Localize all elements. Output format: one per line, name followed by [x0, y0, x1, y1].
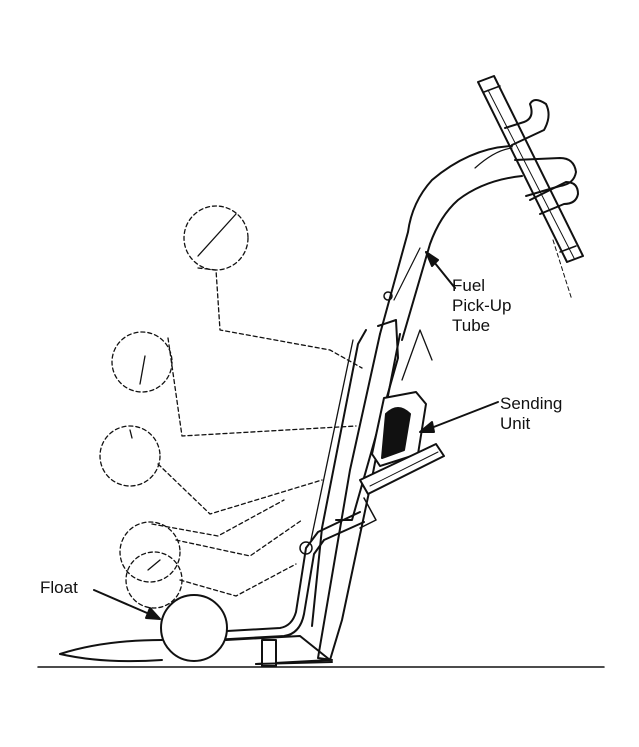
sending-unit-label-line-1: Sending — [500, 394, 563, 413]
float-label: Float — [40, 578, 78, 597]
fuel-pickup-tube-label-line-1: Fuel — [452, 276, 486, 295]
fuel-pickup-tube-label-line-2: Pick-Up — [452, 296, 512, 315]
flange-tubes — [504, 99, 579, 215]
sending-unit-housing — [359, 329, 445, 529]
mounting-flange — [477, 75, 584, 301]
sending-unit-label: Sending Unit — [500, 394, 562, 434]
float-arm — [209, 511, 365, 641]
fuel-pickup-tube-label: Fuel Pick-Up Tube — [452, 276, 512, 336]
base-strainer — [59, 635, 333, 667]
main-rod — [310, 319, 401, 661]
fuel-pickup-tube-shape — [379, 145, 523, 341]
float-swing-paths — [99, 205, 363, 609]
sending-unit-label-line-2: Unit — [500, 414, 531, 433]
leader-arrows — [93, 251, 499, 620]
float-ball — [160, 594, 228, 662]
fuel-pickup-tube-label-line-3: Tube — [452, 316, 491, 335]
